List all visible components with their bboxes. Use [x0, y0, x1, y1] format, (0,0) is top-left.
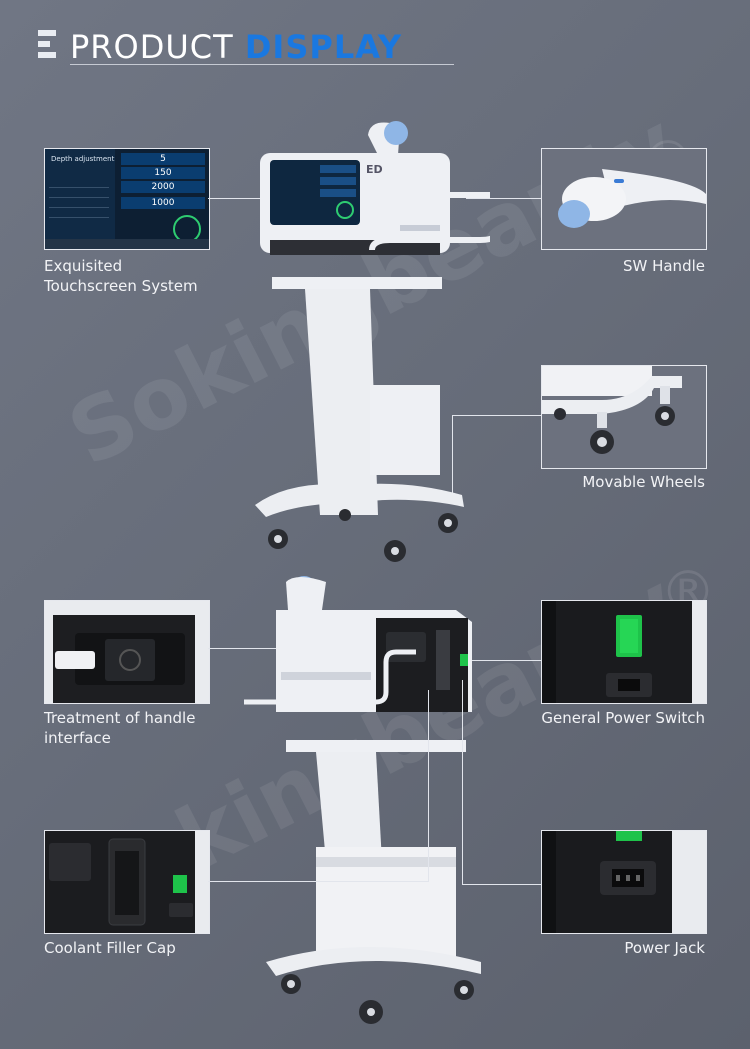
title-word-product: PRODUCT — [70, 28, 234, 66]
screen-field-4: 1000 — [121, 197, 205, 209]
wheels-label: Movable Wheels — [582, 473, 705, 491]
screen-field-3: 2000 — [121, 181, 205, 193]
power-jack-label: Power Jack — [624, 939, 705, 957]
power-jack-panel — [541, 830, 707, 934]
touchscreen-label-1: Exquisited — [44, 257, 123, 275]
sw-handle-panel — [541, 148, 707, 250]
leader-wheels-v — [452, 415, 453, 495]
leader-power-jack-h — [462, 884, 541, 885]
sw-handle-label: SW Handle — [622, 257, 705, 275]
page-title: PRODUCT DISPLAY — [70, 28, 402, 66]
wheels-panel — [541, 365, 707, 469]
wheels-icon — [542, 366, 682, 454]
leader-wheels-h — [452, 415, 541, 416]
machine-rear-view — [236, 572, 496, 1042]
coolant-cap-label: Coolant Filler Cap — [44, 939, 176, 957]
header-rule — [70, 64, 454, 65]
header-bars-icon — [38, 30, 56, 66]
power-switch-label: General Power Switch — [541, 709, 705, 727]
coolant-cap-panel — [44, 830, 210, 934]
handle-interface-label-1: Treatment of handle — [44, 709, 196, 727]
power-switch-panel — [541, 600, 707, 704]
screen-field-2: 150 — [121, 167, 205, 179]
screen-title: Depth adjustment — [51, 155, 115, 163]
leader-power-switch — [460, 660, 541, 661]
leader-coolant-v — [428, 690, 429, 882]
device-badge: ED — [366, 163, 383, 176]
sw-handle-icon — [558, 169, 706, 228]
touchscreen-panel: Depth adjustment 5 150 2000 1000 — [44, 148, 210, 250]
handle-interface-icon — [45, 601, 209, 703]
leader-coolant-h — [208, 881, 428, 882]
coolant-cap-icon — [49, 831, 209, 933]
touchscreen-label-2: Touchscreen System — [44, 277, 198, 295]
machine-front-view: ED — [250, 115, 505, 565]
title-word-display: DISPLAY — [244, 28, 403, 66]
power-switch-icon — [542, 601, 706, 703]
screen-field-1: 5 — [121, 153, 205, 165]
leader-sw-handle — [466, 198, 541, 199]
handle-interface-label-2: interface — [44, 729, 111, 747]
handle-interface-panel — [44, 600, 210, 704]
leader-power-jack-v — [462, 680, 463, 884]
leader-touchscreen — [208, 198, 294, 199]
power-jack-icon — [542, 831, 706, 933]
